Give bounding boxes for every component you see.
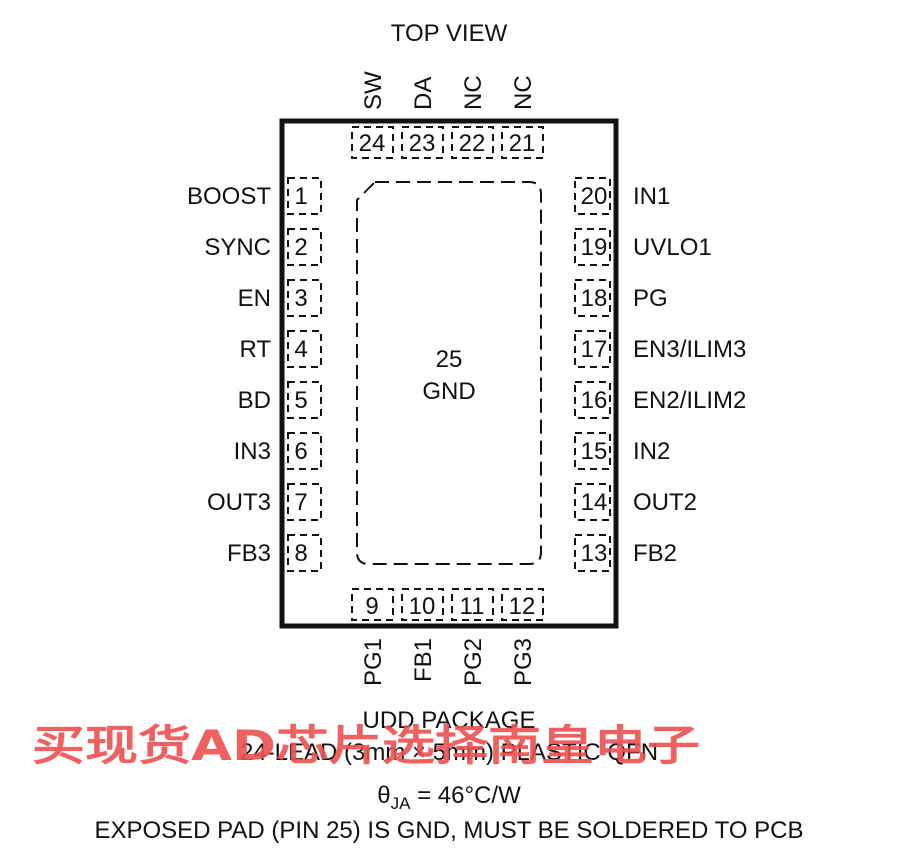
- pin-label-1: BOOST: [187, 183, 271, 210]
- pin-label-22: NC: [460, 75, 487, 110]
- pin-label-16: EN2/ILIM2: [633, 387, 746, 414]
- pin-pad-1: [287, 177, 322, 215]
- pin-number-9: 9: [365, 593, 378, 620]
- pin-number-19: 19: [581, 234, 608, 261]
- view-title: TOP VIEW: [391, 20, 508, 47]
- pin-number-15: 15: [581, 438, 608, 465]
- pin-number-21: 21: [509, 130, 536, 157]
- pin-number-1: 1: [294, 183, 307, 210]
- package-description: 24-LEAD (3mm × 5mm) PLASTIC QFN: [240, 739, 658, 766]
- pin-label-15: IN2: [633, 438, 670, 465]
- pin-label-7: OUT3: [207, 489, 271, 516]
- pin-label-20: IN1: [633, 183, 670, 210]
- theta-value: = 46°C/W: [410, 782, 521, 809]
- pin-pad-17: [574, 330, 611, 368]
- pin-number-17: 17: [581, 336, 608, 363]
- thermal-resistance: θJA = 46°C/W: [377, 782, 521, 813]
- pin-number-13: 13: [581, 540, 608, 567]
- pin-number-14: 14: [581, 489, 608, 516]
- pin-label-14: OUT2: [633, 489, 697, 516]
- pin-number-7: 7: [294, 489, 307, 516]
- exposed-pad-number: 25: [436, 346, 463, 373]
- pin-pad-6: [287, 432, 322, 470]
- pin-number-20: 20: [581, 183, 608, 210]
- pin-pad-15: [574, 432, 611, 470]
- pin-label-9: PG1: [360, 638, 387, 686]
- pin-label-8: FB3: [227, 540, 271, 567]
- pin-number-3: 3: [294, 285, 307, 312]
- pin-number-16: 16: [581, 387, 608, 414]
- package-outline: [279, 118, 619, 629]
- pin-number-2: 2: [294, 234, 307, 261]
- package-name: UDD PACKAGE: [363, 707, 536, 734]
- pin-pad-13: [574, 534, 611, 572]
- pin-label-5: BD: [238, 387, 271, 414]
- pin-number-8: 8: [294, 540, 307, 567]
- pin-number-5: 5: [294, 387, 307, 414]
- exposed-pad-note: EXPOSED PAD (PIN 25) IS GND, MUST BE SOL…: [94, 817, 803, 844]
- pin-label-21: NC: [510, 75, 537, 110]
- pin-number-10: 10: [409, 593, 436, 620]
- pin-label-6: IN3: [234, 438, 271, 465]
- pin-number-24: 24: [359, 130, 386, 157]
- pin-label-24: SW: [360, 71, 387, 110]
- pin-pad-20: [574, 177, 611, 215]
- pin-pad-5: [287, 381, 322, 419]
- pin-pad-19: [574, 228, 611, 266]
- pin-label-4: RT: [239, 336, 271, 363]
- exposed-pad-name: GND: [422, 378, 475, 405]
- pin-pad-7: [287, 483, 322, 521]
- pin-number-22: 22: [459, 130, 486, 157]
- pin-label-2: SYNC: [204, 234, 271, 261]
- pin-label-10: FB1: [410, 638, 437, 682]
- pin-number-18: 18: [581, 285, 608, 312]
- pin-pad-8: [287, 534, 322, 572]
- pin-pad-18: [574, 279, 611, 317]
- theta-subscript: JA: [391, 794, 412, 813]
- pin-label-12: PG3: [510, 638, 537, 686]
- pin-pad-16: [574, 381, 611, 419]
- exposed-pad-outline: [356, 181, 542, 565]
- pin-number-23: 23: [409, 130, 436, 157]
- pin-number-11: 11: [460, 593, 485, 620]
- watermark-text: 买现货AD芯片选择南皇电子: [32, 721, 700, 770]
- pin-pad-3: [287, 279, 322, 317]
- pin-number-6: 6: [294, 438, 307, 465]
- pin-label-23: DA: [410, 77, 437, 110]
- pins: 1 BOOST 2 SYNC 3 EN 4 RT 5 BD 6 IN3 7 OUT3 8 FB3 20 IN1 19…: [187, 71, 746, 686]
- pin-label-19: UVLO1: [633, 234, 712, 261]
- pin-label-3: EN: [238, 285, 271, 312]
- pin-pad-14: [574, 483, 611, 521]
- pin-number-12: 12: [509, 593, 536, 620]
- pin-label-11: PG2: [460, 638, 487, 686]
- pin-label-13: FB2: [633, 540, 677, 567]
- pin-pad-2: [287, 228, 322, 266]
- pin-label-17: EN3/ILIM3: [633, 336, 746, 363]
- pin-number-4: 4: [294, 336, 307, 363]
- theta-symbol: θ: [377, 782, 390, 809]
- pin-label-18: PG: [633, 285, 668, 312]
- pin-pad-4: [287, 330, 322, 368]
